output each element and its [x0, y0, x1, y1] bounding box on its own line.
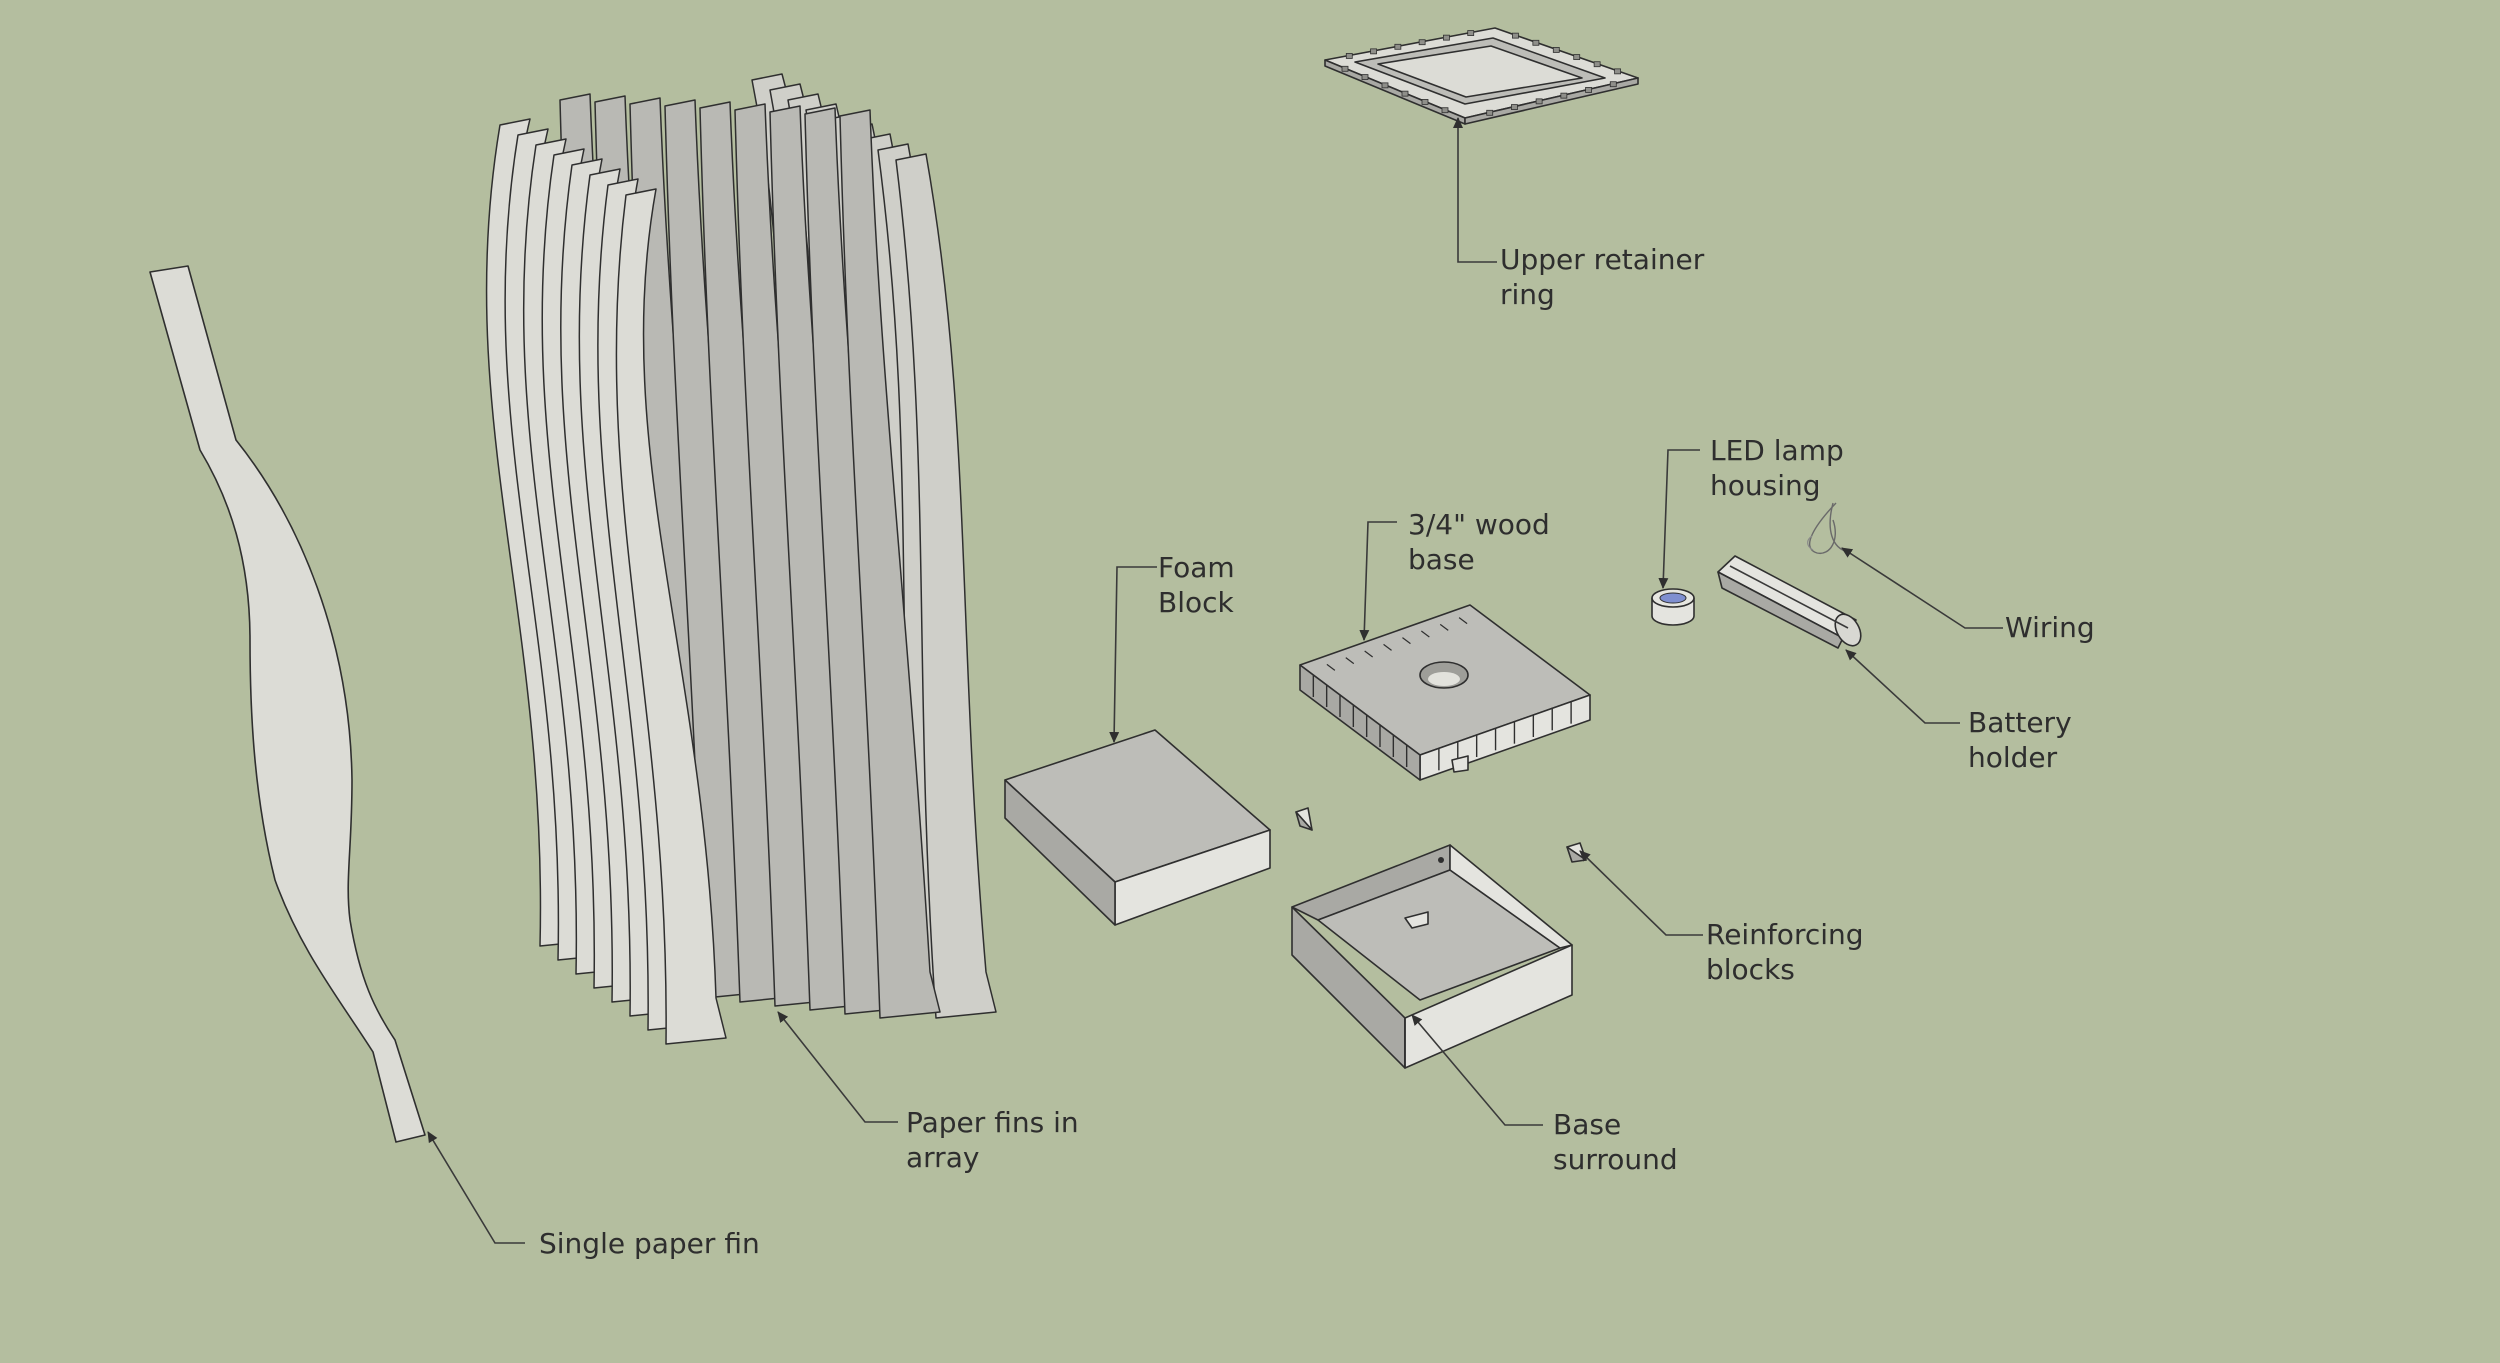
- wiring-shape: [1807, 502, 1849, 554]
- single-paper-fin-shape: [149, 265, 426, 1143]
- leader-lines: [427, 117, 2003, 1244]
- foam-block-shape: [1004, 729, 1271, 926]
- label-single-paper-fin: Single paper fin: [539, 1227, 760, 1260]
- wood-base-shape: [1299, 604, 1591, 781]
- paper-fin: [839, 109, 941, 1019]
- upper-retainer-ring-shape: [1324, 27, 1639, 125]
- paper-fin: [895, 153, 997, 1019]
- battery-holder-shape: [1717, 555, 1862, 649]
- paper-fin: [615, 188, 727, 1045]
- label-wiring: Wiring: [2005, 611, 2095, 644]
- led-lamp-housing-shape: [1651, 588, 1695, 626]
- paper-fin-array-shape: [485, 73, 997, 1045]
- base-surround-shape: [1291, 844, 1573, 1069]
